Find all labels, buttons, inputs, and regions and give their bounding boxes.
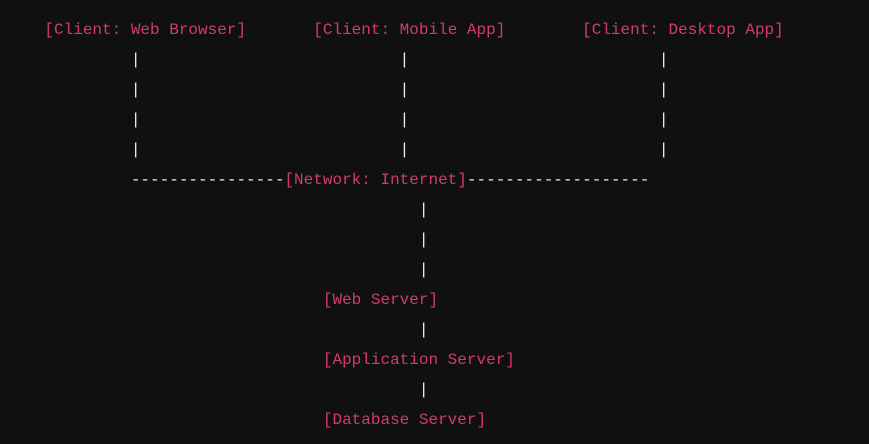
node-client-mobile-app: [Client: Mobile App] xyxy=(313,21,506,39)
diagram-line: | | | xyxy=(6,105,869,135)
wire-segment: | xyxy=(6,201,429,219)
node-client-web-browser: [Client: Web Browser] xyxy=(44,21,247,39)
wire-segment: | xyxy=(6,261,429,279)
wire-segment: | | | xyxy=(6,111,669,129)
wire-segment: ------------------- xyxy=(466,171,650,189)
diagram-line: ----------------[Network: Internet]-----… xyxy=(6,165,869,195)
diagram-line: | xyxy=(6,315,869,345)
wire-segment xyxy=(246,21,313,39)
ascii-architecture-diagram: [Client: Web Browser] [Client: Mobile Ap… xyxy=(6,15,869,435)
node-network-internet: [Network: Internet] xyxy=(284,171,467,189)
wire-segment xyxy=(6,291,323,309)
node-web-server: [Web Server] xyxy=(322,291,439,309)
wire-segment: | | | xyxy=(6,141,669,159)
diagram-line: | xyxy=(6,375,869,405)
wire-segment: | | | xyxy=(6,81,669,99)
diagram-line: | xyxy=(6,225,869,255)
wire-segment: | xyxy=(6,321,429,339)
diagram-line: [Database Server] xyxy=(6,405,869,435)
diagram-line: | | | xyxy=(6,135,869,165)
diagram-line: | | | xyxy=(6,75,869,105)
wire-segment xyxy=(6,21,44,39)
wire-segment: ---------------- xyxy=(6,171,285,189)
wire-segment: | xyxy=(6,381,429,399)
diagram-line: | xyxy=(6,255,869,285)
wire-segment xyxy=(505,21,582,39)
diagram-line: [Client: Web Browser] [Client: Mobile Ap… xyxy=(6,15,869,45)
node-application-server: [Application Server] xyxy=(322,351,515,369)
wire-segment xyxy=(6,411,323,429)
diagram-line: | xyxy=(6,195,869,225)
node-client-desktop-app: [Client: Desktop App] xyxy=(582,21,784,39)
wire-segment xyxy=(6,351,323,369)
wire-segment: | xyxy=(6,231,429,249)
diagram-line: [Application Server] xyxy=(6,345,869,375)
node-database-server: [Database Server] xyxy=(322,411,487,429)
wire-segment: | | | xyxy=(6,51,669,69)
diagram-line: [Web Server] xyxy=(6,285,869,315)
diagram-line: | | | xyxy=(6,45,869,75)
